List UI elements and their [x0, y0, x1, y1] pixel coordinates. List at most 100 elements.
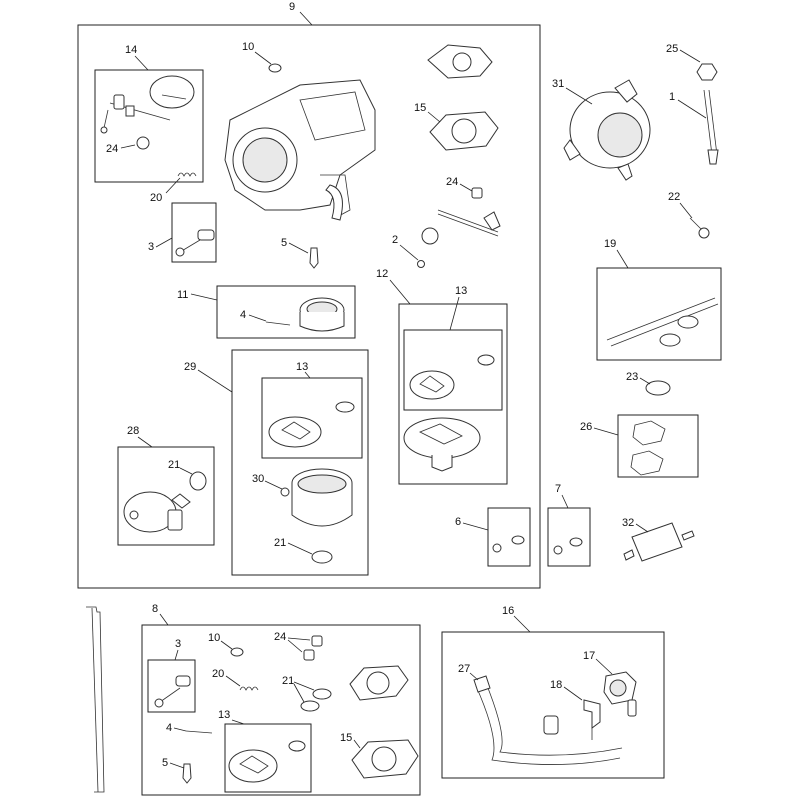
group-box-6	[487, 507, 531, 567]
group-box-3a	[171, 202, 217, 263]
group-box-16	[441, 631, 665, 779]
callout-4b[interactable]: 4	[166, 722, 172, 734]
carburetor-body-part	[224, 79, 376, 221]
callout-24b[interactable]: 24	[446, 176, 458, 188]
group-box-9	[77, 24, 541, 589]
callout-21b[interactable]: 21	[274, 537, 286, 549]
callout-15[interactable]: 15	[414, 102, 426, 114]
choke-shaft-part	[421, 209, 501, 245]
spring-20b-part	[239, 686, 259, 691]
float-part	[299, 297, 345, 332]
gasket-8-part	[349, 665, 409, 701]
float-pin-4b-part	[185, 730, 213, 734]
callout-3a[interactable]: 3	[148, 241, 154, 253]
gasket-kit-13a	[409, 354, 495, 400]
callout-5a[interactable]: 5	[281, 237, 287, 249]
callout-10[interactable]: 10	[242, 41, 254, 53]
callout-9[interactable]: 9	[289, 1, 295, 13]
callout-13b[interactable]: 13	[296, 361, 308, 373]
group-box-29	[231, 349, 369, 576]
callout-19[interactable]: 19	[604, 238, 616, 250]
gasket-15	[429, 111, 499, 151]
callout-21c[interactable]: 21	[282, 675, 294, 687]
group-box-28	[117, 446, 215, 546]
fuel-pump-part	[563, 79, 651, 181]
fuel-shutoff-valve-part	[603, 671, 637, 717]
callout-32[interactable]: 32	[622, 517, 634, 529]
callout-14[interactable]: 14	[125, 44, 137, 56]
linkage-rod-part	[86, 606, 105, 793]
callout-8[interactable]: 8	[152, 603, 158, 615]
screw-part	[417, 260, 425, 268]
o-ring-21c-a	[312, 688, 332, 700]
callout-5b[interactable]: 5	[162, 757, 168, 769]
gasket-10b-part	[230, 647, 244, 657]
callout-11[interactable]: 11	[177, 289, 188, 301]
gasket-15-upper	[427, 44, 493, 79]
bowl-cover-part	[403, 417, 481, 472]
callout-13a[interactable]: 13	[455, 285, 467, 297]
callout-21a[interactable]: 21	[168, 459, 180, 471]
callout-13c[interactable]: 13	[218, 709, 230, 721]
callout-29[interactable]: 29	[184, 361, 196, 373]
callout-31[interactable]: 31	[552, 78, 564, 90]
callout-6[interactable]: 6	[455, 516, 461, 528]
callout-30[interactable]: 30	[252, 473, 264, 485]
callout-17[interactable]: 17	[583, 650, 595, 662]
callout-2[interactable]: 2	[392, 234, 398, 246]
throttle-shaft-part	[100, 75, 195, 134]
fuel-hose-27-part	[473, 675, 623, 765]
callout-20a[interactable]: 20	[150, 192, 162, 204]
washer-7-part	[569, 537, 583, 547]
group-box-19	[596, 267, 722, 361]
callout-27[interactable]: 27	[458, 663, 470, 675]
gasket-kit-13b	[268, 401, 355, 448]
callout-25[interactable]: 25	[666, 43, 678, 55]
callout-22[interactable]: 22	[668, 191, 680, 203]
callout-24c[interactable]: 24	[274, 631, 286, 643]
group-box-13a	[403, 329, 503, 411]
screw-22-part	[689, 217, 710, 239]
jet-7-part	[553, 545, 563, 555]
callout-7[interactable]: 7	[555, 483, 561, 495]
callout-16[interactable]: 16	[502, 605, 514, 617]
callout-18[interactable]: 18	[550, 679, 562, 691]
bushing-24c-b	[303, 649, 315, 661]
callout-24a[interactable]: 24	[106, 143, 118, 155]
jet-6-part	[492, 543, 502, 553]
callout-12[interactable]: 12	[376, 268, 388, 280]
o-ring-21a	[189, 471, 207, 491]
callout-26[interactable]: 26	[580, 421, 592, 433]
group-box-8	[141, 624, 421, 796]
callout-10b[interactable]: 10	[208, 632, 220, 644]
elbow-fitting-part	[583, 699, 601, 740]
needle-valve-5b-part	[182, 763, 192, 784]
idle-screw-part	[175, 229, 215, 257]
callout-28[interactable]: 28	[127, 425, 139, 437]
gasket-kit-13c	[228, 740, 306, 783]
float-bowl-part	[291, 468, 353, 527]
callout-15b[interactable]: 15	[340, 732, 352, 744]
callout-3b[interactable]: 3	[175, 638, 181, 650]
group-box-7	[547, 507, 591, 567]
group-box-13c	[224, 723, 312, 793]
callout-4a[interactable]: 4	[240, 309, 246, 321]
nut-part	[136, 136, 150, 150]
spring-part	[177, 172, 197, 177]
callout-23[interactable]: 23	[626, 371, 638, 383]
gasket-small-part	[268, 63, 282, 73]
group-box-12	[398, 303, 508, 485]
fuel-hose-19-part	[606, 297, 719, 347]
callout-1[interactable]: 1	[669, 91, 675, 103]
group-box-13b	[261, 377, 363, 459]
callout-20b[interactable]: 20	[212, 668, 224, 680]
clamps-26-part	[630, 420, 666, 476]
fitting-sleeve-part	[543, 715, 559, 735]
bushing-24c-a	[311, 635, 323, 647]
group-box-11	[216, 285, 356, 339]
group-box-3b	[147, 659, 196, 713]
drain-screw-part	[280, 487, 290, 497]
float-pin-part	[265, 321, 291, 326]
fuel-solenoid-part	[123, 491, 191, 533]
stud-part	[703, 89, 719, 165]
